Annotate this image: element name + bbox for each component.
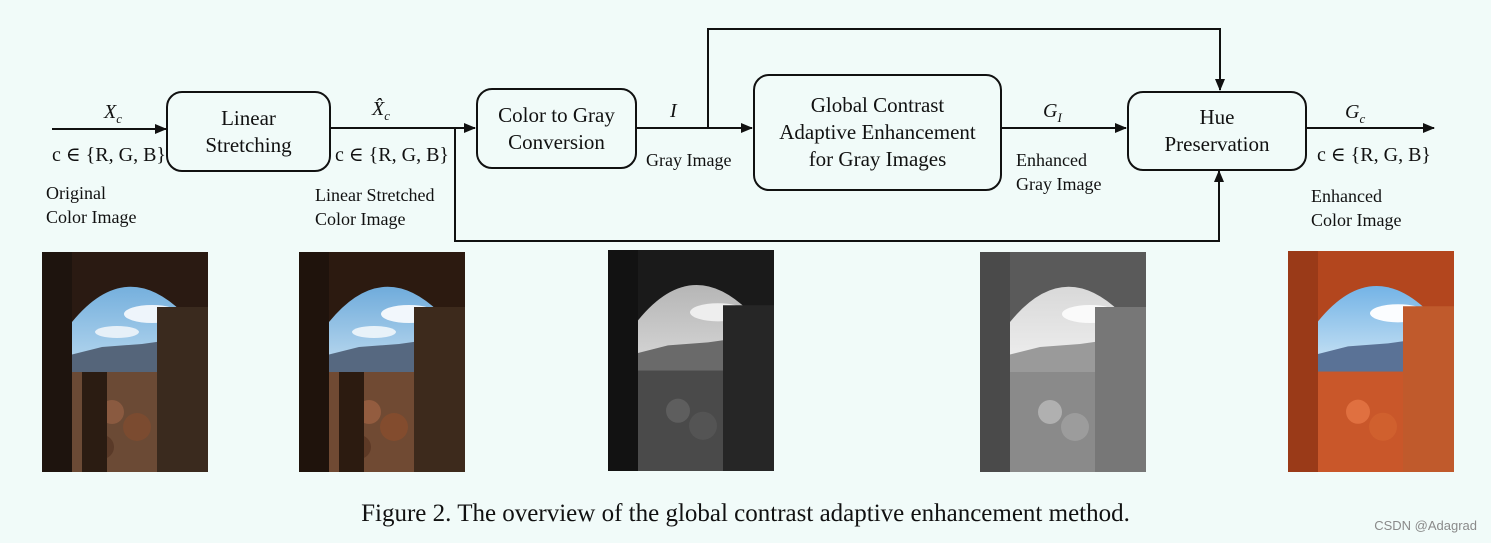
photo-original [42,252,208,472]
label-linear-stretched: Linear Stretched Color Image [315,185,435,229]
photo-linear-stretched [299,252,465,472]
label-original: Original Color Image [46,183,137,227]
photo-enhanced-gray [980,252,1146,472]
global-contrast-enhancement-box: Global Contrast Adaptive Enhancement for… [753,74,1002,191]
arrow-gray-bypass [707,28,1225,128]
label-enhanced-gray: Enhanced Gray Image [1016,150,1102,194]
symbol-gray: I [670,100,677,122]
channel-set-output: c ∈ {R, G, B} [1317,144,1432,166]
channel-set-stretched: c ∈ {R, G, B} [335,144,450,166]
channel-set-input: c ∈ {R, G, B} [52,144,167,166]
hue-preservation-box: Hue Preservation [1127,91,1307,171]
photo-gray [608,250,774,471]
symbol-stretched: X̂c [372,98,390,123]
linear-stretching-box: Linear Stretching [166,91,331,172]
figure-caption: Figure 2. The overview of the global con… [361,500,1130,527]
symbol-output: Gc [1345,101,1366,126]
watermark: CSDN @Adagrad [1374,518,1477,533]
symbol-input: Xc [104,101,122,126]
color-to-gray-box: Color to Gray Conversion [476,88,637,169]
label-gray-image: Gray Image [646,150,732,170]
symbol-enhanced-gray: GI [1043,100,1062,125]
label-enhanced-color: Enhanced Color Image [1311,186,1402,230]
arrow-stretched-bypass [454,128,1224,242]
photo-enhanced-color [1288,251,1454,472]
